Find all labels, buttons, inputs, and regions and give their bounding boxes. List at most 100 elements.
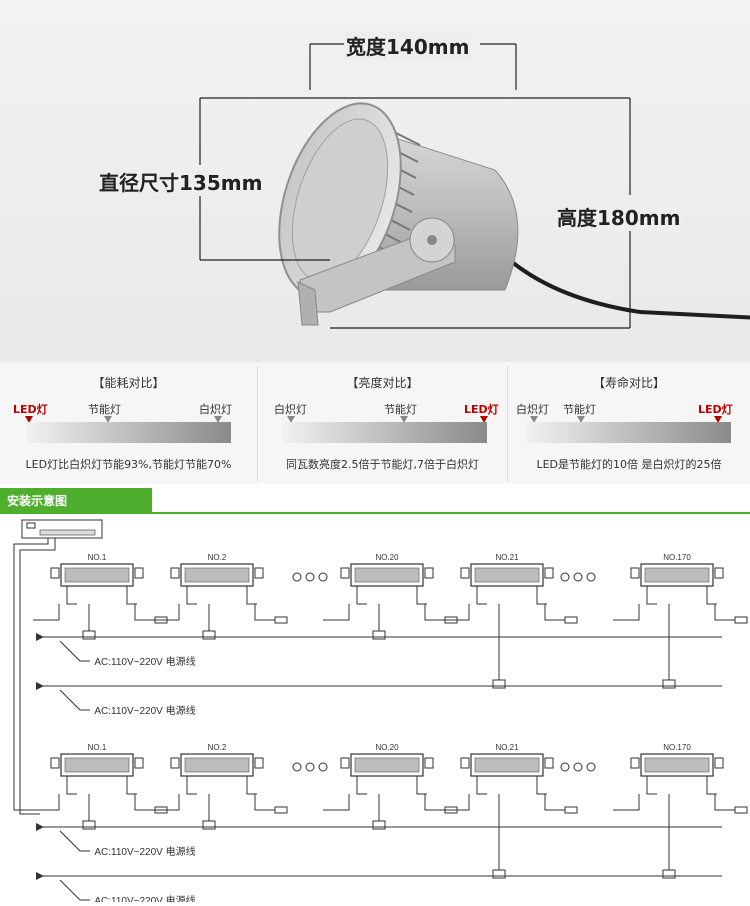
fixture-bracket	[356, 586, 367, 605]
fixture-endcap	[460, 757, 470, 769]
ellipsis-dot	[318, 572, 328, 582]
fixture-bracket	[356, 776, 367, 795]
signal-cable	[153, 604, 180, 621]
lifespan-marker-led-icon	[714, 416, 722, 423]
tee-connector	[492, 679, 506, 689]
power-line-label: AC:110V~220V 电源线	[94, 704, 195, 717]
lifespan-label-cfl: 节能灯	[563, 403, 596, 416]
connector	[734, 616, 748, 624]
fixture-bracket	[416, 586, 427, 605]
fixture-number-label: NO.20	[375, 553, 399, 562]
connector	[274, 806, 288, 814]
fixture-lens	[184, 757, 250, 773]
fixture-bracket	[246, 776, 257, 795]
fixture-number-label: NO.1	[88, 743, 107, 752]
controller-port	[26, 522, 36, 529]
signal-cable	[424, 794, 447, 811]
fixture-endcap	[630, 567, 640, 579]
connector	[564, 806, 578, 814]
fixture-bracket	[706, 586, 717, 605]
plug-icon	[36, 823, 44, 831]
signal-cable	[254, 604, 277, 621]
signal-cable	[323, 604, 350, 621]
fixture-bracket	[536, 776, 547, 795]
signal-cable	[613, 604, 640, 621]
fixture-bracket	[66, 586, 77, 605]
fixture-endcap	[714, 567, 724, 579]
signal-cable	[323, 794, 350, 811]
lifespan-comparison-panel: 【寿命对比】 白炽灯 节能灯 LED灯 LED是节能灯的10倍 是白炽灯的25倍	[508, 362, 750, 484]
fixture-bracket	[186, 586, 197, 605]
ellipsis-dot	[318, 762, 328, 772]
brightness-label-incandescent: 白炽灯	[274, 403, 307, 416]
fixture-lens	[64, 567, 130, 583]
signal-cable	[714, 794, 737, 811]
ellipsis-dot	[560, 762, 570, 772]
fixture-lens	[354, 757, 420, 773]
fixture-bracket	[246, 586, 257, 605]
ellipsis-dot	[292, 572, 302, 582]
signal-cable	[254, 794, 277, 811]
lifespan-gradient-bar	[526, 422, 731, 443]
signal-cable	[544, 794, 567, 811]
tee-connector	[82, 630, 96, 640]
fixture-endcap	[424, 567, 434, 579]
energy-label-incandescent: 白炽灯	[199, 403, 232, 416]
power-line-label: AC:110V~220V 电源线	[94, 894, 195, 902]
section-underline	[0, 512, 750, 514]
fixture-lens	[64, 757, 130, 773]
signal-cable	[134, 604, 157, 621]
fixture-number-label: NO.1	[88, 553, 107, 562]
energy-comparison-panel: 【能耗对比】 LED灯 节能灯 白炽灯 LED灯比白炽灯节能93%,节能灯节能7…	[0, 362, 257, 484]
fixture-bracket	[186, 776, 197, 795]
section-header-tab: 安装示意图	[0, 488, 152, 514]
lifespan-comparison-description: LED是节能灯的10倍 是白炽灯的25倍	[536, 458, 722, 471]
signal-trunk	[13, 538, 49, 811]
diameter-dimension-label: 直径尺寸135mm	[97, 167, 265, 196]
energy-marker-led-icon	[25, 416, 33, 423]
fixture-endcap	[134, 757, 144, 769]
ellipsis-dot	[305, 572, 315, 582]
brightness-marker-cfl-icon	[400, 416, 408, 423]
fixture-bracket	[126, 586, 137, 605]
fixture-number-label: NO.21	[495, 553, 519, 562]
fixture-endcap	[340, 567, 350, 579]
signal-cable	[714, 604, 737, 621]
ellipsis-dot	[586, 572, 596, 582]
fixture-bracket	[476, 586, 487, 605]
signal-cable	[153, 794, 180, 811]
fixture-bracket	[706, 776, 717, 795]
ellipsis-dot	[586, 762, 596, 772]
fixture-bracket	[66, 776, 77, 795]
fixture-lens	[644, 567, 710, 583]
ellipsis-dot	[305, 762, 315, 772]
energy-gradient-bar	[26, 422, 231, 443]
fixture-bracket	[476, 776, 487, 795]
signal-cable	[613, 794, 640, 811]
fixture-endcap	[714, 757, 724, 769]
fixture-endcap	[424, 757, 434, 769]
plug-icon	[36, 872, 44, 880]
fixture-lens	[184, 567, 250, 583]
plug-icon	[36, 633, 44, 641]
fixture-endcap	[254, 757, 264, 769]
tee-connector	[372, 820, 386, 830]
fixture-endcap	[50, 757, 60, 769]
fixture-endcap	[254, 567, 264, 579]
fixture-lens	[474, 567, 540, 583]
brightness-comparison-panel: 【亮度对比】 白炽灯 节能灯 LED灯 同瓦数亮度2.5倍于节能灯,7倍于白炽灯	[258, 362, 507, 484]
lamp-illustration	[199, 43, 750, 329]
tee-connector	[662, 869, 676, 879]
label-leader	[59, 830, 90, 852]
energy-label-led: LED灯	[13, 403, 48, 416]
width-dimension-label: 宽度140mm	[344, 31, 472, 60]
divider	[507, 366, 508, 482]
brightness-label-led: LED灯	[464, 403, 499, 416]
brightness-comparison-title: 【亮度对比】	[346, 376, 419, 390]
plug-icon	[36, 682, 44, 690]
energy-marker-cfl-icon	[104, 416, 112, 423]
fixture-endcap	[544, 757, 554, 769]
signal-cable	[134, 794, 157, 811]
lifespan-marker-cfl-icon	[577, 416, 585, 423]
